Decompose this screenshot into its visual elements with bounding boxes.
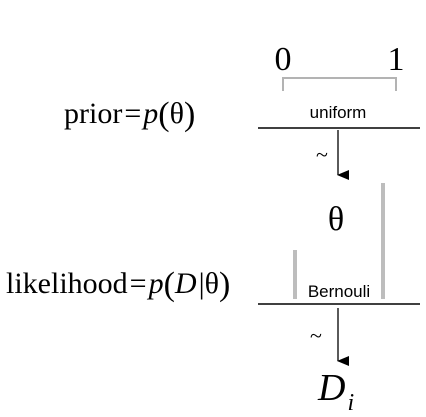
prior-section: prior=p(θ) 0 1 uniform: [64, 41, 420, 133]
likelihood-close-paren: ): [219, 266, 230, 303]
observation-symbol: Di: [317, 367, 354, 416]
likelihood-equation: likelihood=p(D|θ): [6, 266, 230, 303]
likelihood-data: D: [174, 267, 197, 300]
prior-label: prior: [64, 97, 122, 130]
likelihood-equals: =: [130, 267, 147, 300]
prior-axis-min: 0: [275, 41, 292, 78]
likelihood-section: likelihood=p(D|θ) Bernouli: [6, 183, 420, 305]
likelihood-sampling-arrow: ~: [310, 308, 349, 366]
prior-sampling-arrow: ~: [316, 130, 349, 180]
prior-close-paren: ): [184, 96, 195, 133]
likelihood-given: θ: [205, 267, 219, 300]
observation-subscript: i: [347, 390, 354, 416]
likelihood-func: p: [147, 267, 164, 300]
prior-equals: =: [124, 97, 141, 130]
parameter-theta: θ: [328, 201, 344, 238]
uniform-density-bracket: [282, 77, 397, 91]
likelihood-label: likelihood: [6, 267, 128, 300]
observation-letter: D: [317, 367, 345, 409]
likelihood-tilde: ~: [310, 323, 322, 348]
likelihood-bar: |: [199, 267, 205, 300]
prior-axis-max: 1: [388, 41, 405, 78]
prior-arg: θ: [170, 97, 184, 130]
likelihood-open-paren: (: [164, 266, 175, 303]
prior-distribution-label: uniform: [310, 103, 367, 122]
likelihood-distribution-label: Bernouli: [308, 282, 370, 301]
prior-tilde: ~: [316, 142, 328, 167]
prior-open-paren: (: [158, 96, 169, 133]
prior-func: p: [141, 97, 158, 130]
prior-equation: prior=p(θ): [64, 96, 195, 133]
